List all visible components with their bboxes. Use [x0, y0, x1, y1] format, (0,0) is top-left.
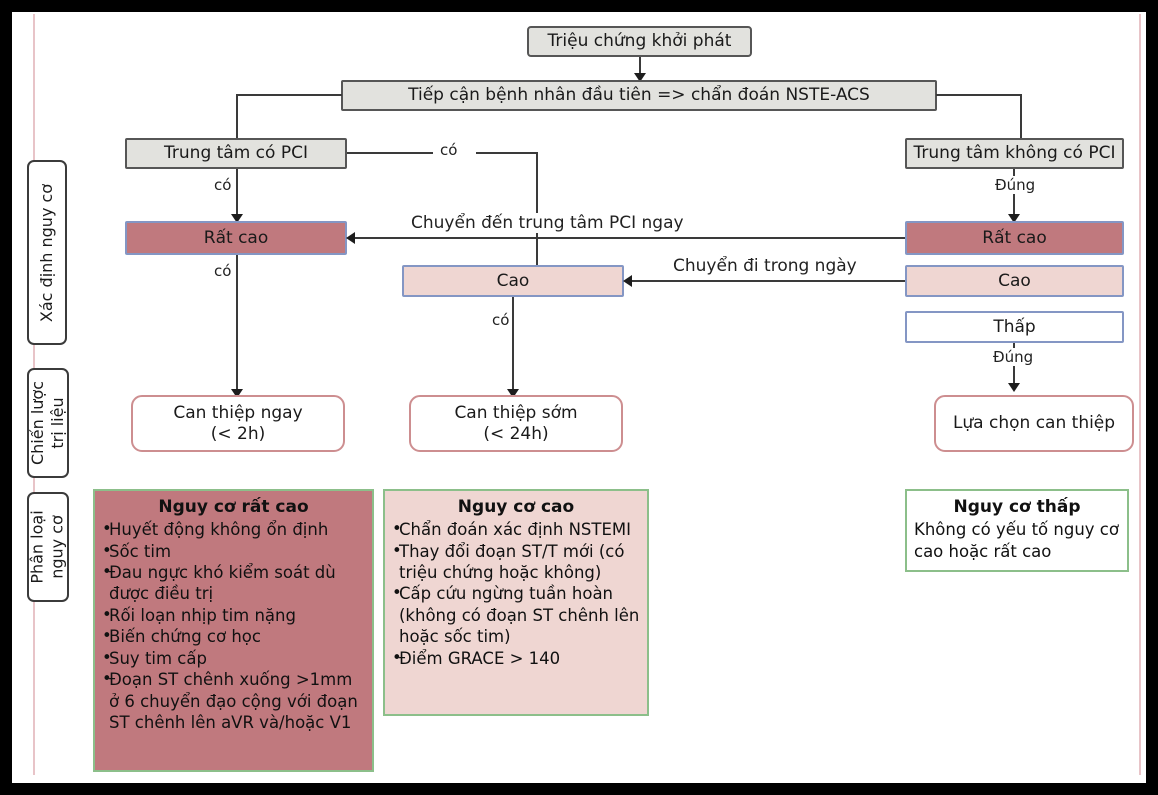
connector-low-to-elective: [1013, 343, 1015, 390]
node-right-low-risk-label: Thấp: [993, 316, 1036, 337]
connector-veryhigh-to-immediate: [236, 255, 238, 396]
list-item: Rối loạn nhịp tim nặng: [102, 604, 365, 626]
connector-pci-right-horizontal-a: [347, 152, 433, 154]
list-item: Đau ngực khó kiểm soát dù được điều trị: [102, 561, 365, 605]
arrowhead-nopci-to-veryhigh: [1008, 214, 1020, 223]
edge-label-transfer-now: Chuyển đến trung tâm PCI ngay: [408, 213, 687, 233]
node-right-low-risk[interactable]: Thấp: [905, 311, 1124, 343]
connector-pci-to-veryhigh: [236, 169, 238, 220]
side-label-treatment-strategy-line2: trị liệu: [48, 397, 67, 449]
arrowhead-high-to-early: [507, 389, 519, 398]
list-item: Điểm GRACE > 140: [392, 647, 640, 669]
side-label-risk-classification-line1: Phân loại: [28, 510, 47, 584]
legend-high-risk-title: Nguy cơ cao: [457, 497, 575, 517]
edge-label-left-yes-2: có: [211, 262, 235, 280]
list-item: Cấp cứu ngừng tuần hoàn (không có đoạn S…: [392, 582, 640, 647]
connector-transfer-now: [355, 237, 905, 239]
node-early-intervention[interactable]: Can thiệp sớm (< 24h): [409, 395, 623, 452]
list-item: Huyết động không ổn định: [102, 518, 365, 540]
edge-label-mid-yes: có: [489, 311, 513, 329]
legend-low-risk-text: Không có yếu tố nguy cơ cao hoặc rất cao: [914, 520, 1119, 561]
node-mid-high-risk[interactable]: Cao: [402, 265, 624, 297]
side-label-treatment-strategy: Chiến lược trị liệu: [27, 368, 69, 478]
node-right-very-high-risk-label: Rất cao: [982, 227, 1047, 248]
node-mid-high-risk-label: Cao: [496, 270, 530, 291]
arrowhead-onset-to-firstcontact: [634, 73, 646, 82]
side-label-risk-assessment: Xác định nguy cơ: [27, 160, 67, 345]
arrowhead-pci-to-veryhigh: [231, 214, 243, 223]
arrowhead-low-to-elective: [1008, 383, 1020, 392]
connector-high-to-early: [512, 297, 514, 396]
connector-onset-to-firstcontact: [639, 57, 641, 75]
node-left-very-high-risk-label: Rất cao: [203, 227, 269, 248]
legend-high-risk-list: Chẩn đoán xác định NSTEMI Thay đổi đoạn …: [392, 518, 640, 669]
connector-pci-down-to-high: [536, 152, 538, 268]
legend-low-risk-title: Nguy cơ thấp: [953, 497, 1081, 517]
node-center-with-pci-label: Trung tâm có PCI: [164, 143, 308, 164]
connector-transfer-sameday: [632, 280, 905, 282]
node-early-intervention-line1: Can thiệp sớm: [454, 403, 578, 424]
side-label-risk-classification-line2: nguy cơ: [48, 515, 67, 579]
node-symptom-onset-label: Triệu chứng khởi phát: [547, 31, 732, 52]
list-item: Biến chứng cơ học: [102, 625, 365, 647]
legend-very-high-risk: Nguy cơ rất cao Huyết động không ổn định…: [93, 489, 374, 772]
node-immediate-intervention-line1: Can thiệp ngay: [173, 403, 303, 424]
node-early-intervention-line2: (< 24h): [483, 423, 549, 444]
node-first-contact[interactable]: Tiếp cận bệnh nhân đầu tiên => chẩn đoán…: [341, 80, 937, 111]
connector-firstcontact-left-vertical: [236, 94, 238, 139]
node-left-very-high-risk[interactable]: Rất cao: [125, 221, 347, 255]
edge-label-transfer-sameday: Chuyển đi trong ngày: [670, 256, 860, 276]
node-elective-intervention-label: Lựa chọn can thiệp: [952, 413, 1116, 434]
node-first-contact-label: Tiếp cận bệnh nhân đầu tiên => chẩn đoán…: [408, 85, 870, 106]
connector-pci-right-horizontal-b: [476, 152, 538, 154]
node-right-high-risk-label: Cao: [998, 270, 1031, 291]
node-right-high-risk[interactable]: Cao: [905, 265, 1124, 297]
edge-label-right-correct-2: Đúng: [990, 348, 1037, 366]
connector-firstcontact-right-vertical: [1020, 94, 1022, 139]
list-item: Đoạn ST chênh xuống >1mm ở 6 chuyển đạo …: [102, 668, 365, 733]
legend-very-high-risk-title: Nguy cơ rất cao: [158, 497, 309, 517]
side-label-treatment-strategy-line1: Chiến lược: [28, 381, 47, 465]
edge-label-right-correct-1: Đúng: [992, 176, 1039, 194]
edge-label-left-yes-1: có: [211, 176, 235, 194]
legend-low-risk: Nguy cơ thấp Không có yếu tố nguy cơ cao…: [905, 489, 1129, 572]
node-center-with-pci[interactable]: Trung tâm có PCI: [125, 138, 347, 169]
node-immediate-intervention-line2: (< 2h): [210, 423, 266, 444]
legend-very-high-risk-list: Huyết động không ổn định Sốc tim Đau ngự…: [102, 518, 365, 733]
node-right-very-high-risk[interactable]: Rất cao: [905, 221, 1124, 255]
side-label-risk-classification: Phân loại nguy cơ: [27, 492, 69, 602]
connector-firstcontact-right-horizontal: [936, 94, 1022, 96]
connector-firstcontact-left-horizontal: [236, 94, 342, 96]
list-item: Suy tim cấp: [102, 647, 365, 669]
connector-nopci-to-veryhigh: [1013, 169, 1015, 220]
arrowhead-transfer-sameday: [623, 275, 632, 287]
arrowhead-veryhigh-to-immediate: [231, 389, 243, 398]
list-item: Chẩn đoán xác định NSTEMI: [392, 518, 640, 540]
side-label-risk-assessment-text: Xác định nguy cơ: [37, 183, 57, 322]
edge-label-pci-yes: có: [437, 141, 461, 159]
node-center-without-pci[interactable]: Trung tâm không có PCI: [905, 138, 1124, 169]
list-item: Sốc tim: [102, 540, 365, 562]
arrowhead-transfer-now: [346, 232, 355, 244]
node-elective-intervention[interactable]: Lựa chọn can thiệp: [934, 395, 1134, 452]
node-center-without-pci-label: Trung tâm không có PCI: [913, 143, 1116, 164]
legend-high-risk: Nguy cơ cao Chẩn đoán xác định NSTEMI Th…: [383, 489, 649, 716]
node-immediate-intervention[interactable]: Can thiệp ngay (< 2h): [131, 395, 345, 452]
list-item: Thay đổi đoạn ST/T mới (có triệu chứng h…: [392, 540, 640, 584]
node-symptom-onset[interactable]: Triệu chứng khởi phát: [527, 26, 752, 57]
